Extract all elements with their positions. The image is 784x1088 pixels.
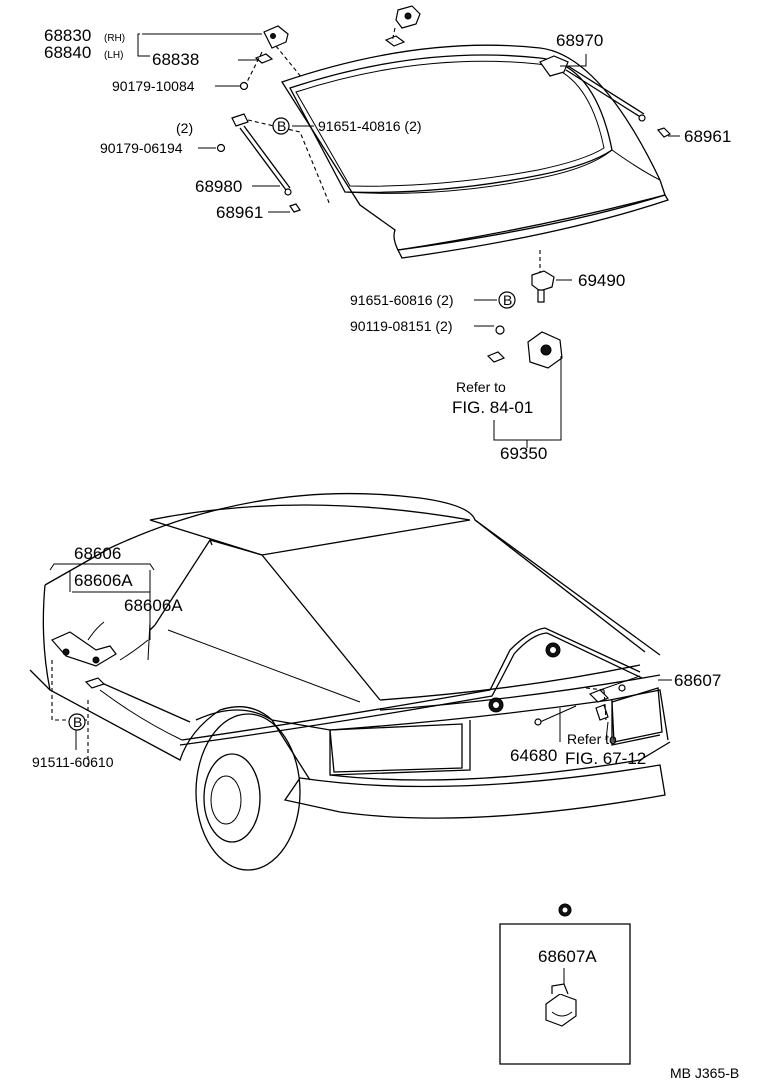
hinge-68830-icon	[239, 25, 289, 91]
hinge-top-center-icon	[384, 5, 421, 47]
circle-b-text-2: B	[503, 292, 512, 308]
circle-b-badge-icon-2: B	[498, 291, 516, 309]
stay-68970-icon	[539, 55, 672, 138]
label-68830: 68830	[44, 26, 91, 45]
cable-end-64680-icon	[534, 675, 641, 726]
label-68980: 68980	[195, 177, 242, 196]
label-68606A-1: 68606A	[74, 571, 133, 590]
label-68606: 68606	[74, 544, 121, 563]
label-91651-40816: 91651-40816 (2)	[318, 118, 422, 134]
striker-69490-icon	[531, 270, 555, 303]
circle-b-text-3: B	[73, 714, 82, 730]
label-69350: 69350	[500, 444, 547, 463]
label-68606A-2: 68606A	[124, 596, 183, 615]
label-69490: 69490	[578, 271, 625, 290]
label-64680: 64680	[510, 746, 557, 765]
footer-code: MB J365-B	[670, 1065, 739, 1081]
circle-b-text: B	[277, 118, 286, 134]
label-refer-to-2: Refer to	[567, 731, 617, 747]
clip-68607A-icon	[545, 983, 577, 1027]
stay-68980-icon	[216, 113, 301, 213]
label-91511-60610: 91511-60610	[32, 754, 114, 770]
circle-b-badge-icon-3: B	[68, 713, 86, 731]
label-90179-06194: 90179-06194	[100, 140, 183, 156]
label-68840: 68840	[44, 43, 91, 62]
circle-b-badge-icon: B	[272, 117, 290, 135]
label-68838: 68838	[152, 50, 199, 69]
lock-69350-icon	[486, 325, 563, 369]
label-68607: 68607	[674, 671, 721, 690]
label-refer-to-1: Refer to	[456, 379, 506, 395]
label-rh: (RH)	[104, 33, 125, 44]
car-body	[29, 492, 671, 871]
label-68961-left: 68961	[216, 203, 263, 222]
label-91651-60816: 91651-60816 (2)	[350, 292, 454, 308]
label-68961-right: 68961	[684, 127, 731, 146]
label-lh: (LH)	[104, 50, 123, 61]
label-68970: 68970	[556, 31, 603, 50]
label-68607A: 68607A	[538, 947, 597, 966]
label-qty-2: (2)	[176, 120, 193, 136]
back-door-assembly	[281, 44, 669, 259]
label-90119-08151: 90119-08151 (2)	[350, 318, 452, 334]
label-fig-67-12: FIG. 67-12	[565, 749, 646, 768]
label-90179-10084: 90179-10084	[112, 78, 195, 94]
label-fig-84-01: FIG. 84-01	[452, 398, 533, 417]
inset-68607A	[499, 903, 631, 1065]
lever-68606-icon	[51, 621, 183, 741]
